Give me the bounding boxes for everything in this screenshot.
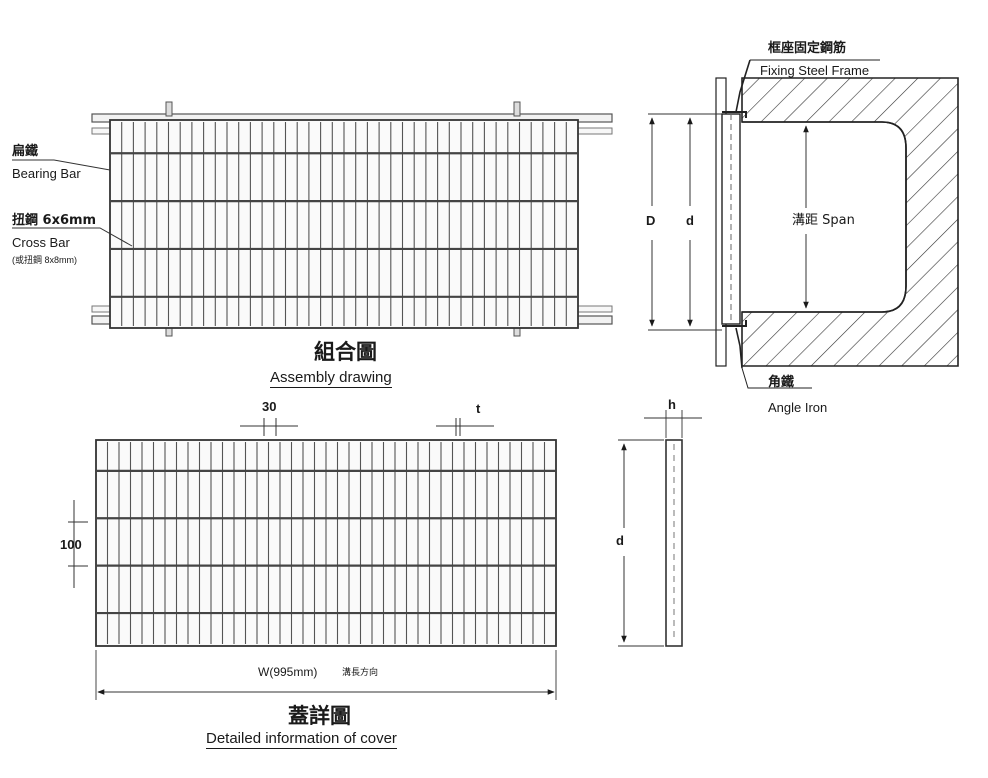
dimension-h: h — [668, 397, 676, 412]
angle-iron-label-en: Angle Iron — [768, 400, 828, 415]
frame-label-en: Fixing Steel Frame — [760, 63, 870, 78]
cross-bar-note: (或扭鋼 8x8mm) — [12, 255, 77, 265]
assembly-title-cn: 組合圖 — [314, 340, 377, 364]
side-view — [618, 410, 702, 647]
cover-title-en: Detailed information of cover — [206, 730, 397, 749]
width-label: W(995mm) — [258, 665, 318, 679]
cross-bar-label-cn: 扭鋼 6x6mm — [12, 213, 97, 228]
span-label: 溝距 Span — [792, 213, 855, 228]
cross-bar-label-en: Cross Bar — [12, 235, 70, 250]
frame-label-cn: 框座固定鋼筋 — [768, 41, 847, 56]
dimension-d-side: d — [616, 533, 624, 548]
assembly-title-en: Assembly drawing — [270, 369, 392, 388]
dimension-30: 30 — [262, 399, 277, 414]
dimension-100: 100 — [60, 537, 82, 552]
bearing-bar-label-en: Bearing Bar — [12, 166, 81, 181]
dimension-d-section: d — [686, 213, 694, 228]
bearing-bar-label-cn: 扁鐵 — [12, 144, 39, 159]
section-view — [648, 59, 959, 389]
dimension-t: t — [476, 401, 481, 416]
assembly-drawing — [91, 101, 613, 337]
width-note: 溝長方向 — [342, 668, 379, 678]
dimension-D: D — [646, 213, 656, 228]
cover-title-cn: 蓋詳圖 — [288, 704, 351, 728]
cover-detail — [68, 418, 557, 700]
angle-iron-label-cn: 角鐵 — [768, 375, 795, 390]
